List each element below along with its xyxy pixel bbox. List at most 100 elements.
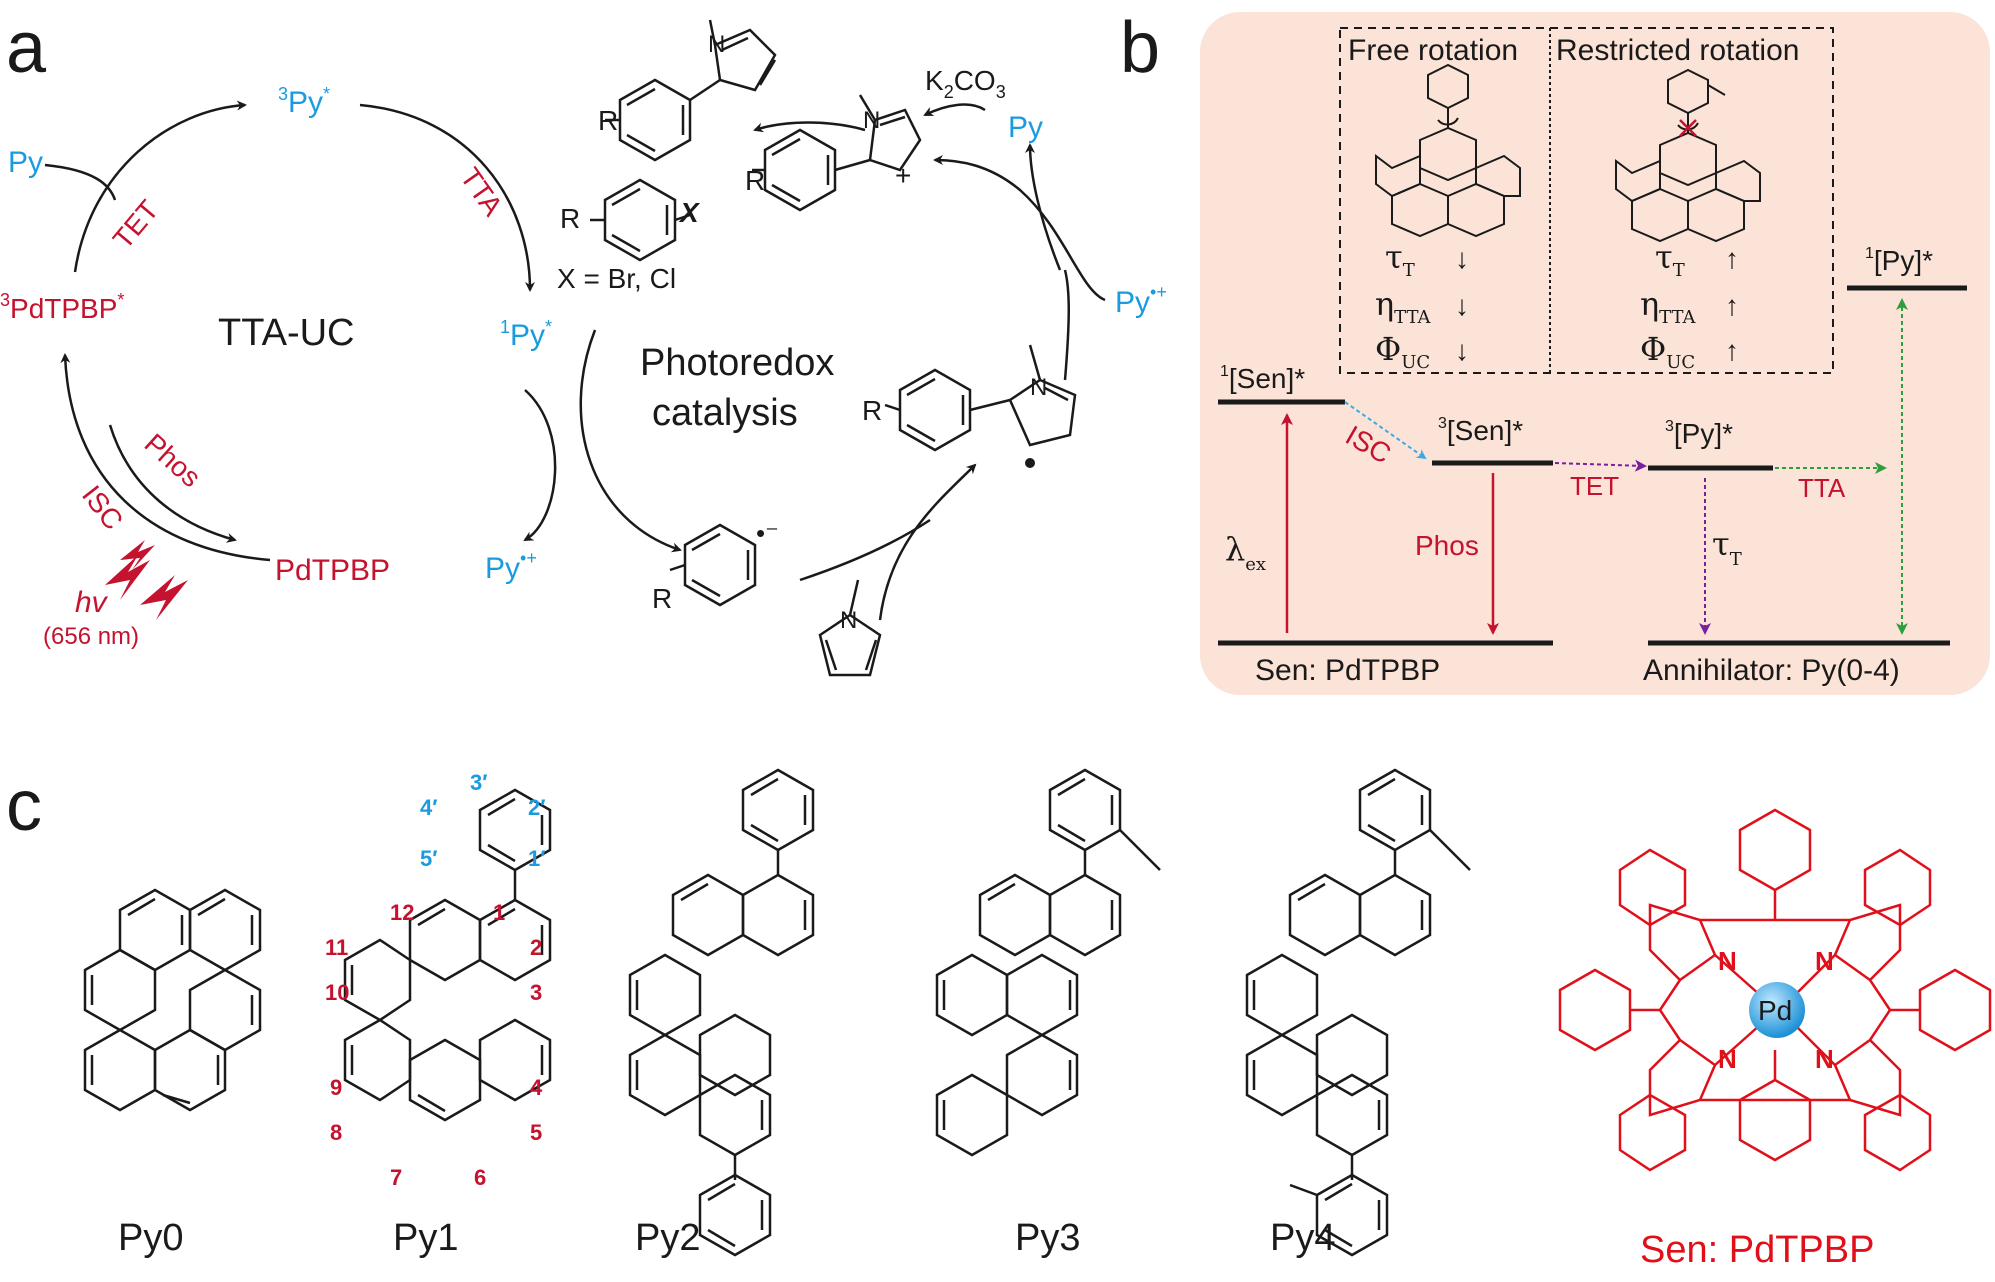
arc-oxidation <box>933 155 1106 302</box>
arc-isc <box>60 353 271 562</box>
tet-b-label: TET <box>1570 471 1619 501</box>
isc-label-a: ISC <box>76 480 129 536</box>
arc-adduct-up <box>1063 269 1070 381</box>
sen-b-label: Sen: PdTPBP <box>1255 654 1440 687</box>
x-definition: X = Br, Cl <box>557 263 676 294</box>
triplet-sen-label: 3[Sen]* <box>1438 415 1523 446</box>
panel-b-label: b <box>1120 8 1160 88</box>
py1-num-11: 11 <box>325 935 348 960</box>
py1-num-8: 8 <box>330 1120 342 1145</box>
pdtpbp-label: PdTPBP <box>275 554 390 587</box>
py4-name: Py4 <box>1270 1217 1335 1259</box>
radical-r: R <box>652 583 672 614</box>
pdtpbp-n1: N <box>1718 946 1737 976</box>
triplet-py-b-label: 3[Py]* <box>1665 418 1733 449</box>
py-cation-left-label: Py•+ <box>485 548 537 585</box>
panel-b-background <box>1200 12 1990 695</box>
k2co3-label: K2CO3 <box>925 65 1006 102</box>
py-right-label: Py <box>1008 111 1043 144</box>
py1-name: Py1 <box>393 1217 458 1259</box>
singlet-py-label: 1Py* <box>500 317 552 352</box>
arc-py-out <box>1025 143 1062 271</box>
tet-arrow <box>1554 459 1647 472</box>
adduct-radical-dot <box>1025 458 1035 468</box>
arc-product <box>753 121 866 133</box>
py1-num-1: 1 <box>493 900 505 925</box>
py1-blue-numbers: 1′ 2′ 3′ 4′ 5′ <box>420 770 546 871</box>
wavelength-label: (656 nm) <box>43 623 139 650</box>
panel-c: c Py0 <box>6 766 1992 1271</box>
py1-num-3: 3 <box>530 980 542 1005</box>
free-eta-arrow: ↓ <box>1455 290 1469 321</box>
tta-label-a: TTA <box>454 162 509 222</box>
pdtpbp-n3: N <box>1718 1044 1737 1074</box>
free-phi-label: ΦUC <box>1375 330 1430 373</box>
substrate-r: R <box>560 203 580 234</box>
free-tau-label: τT <box>1385 238 1415 281</box>
adduct-n: N <box>1030 374 1047 401</box>
pyrrole-n: N <box>840 607 857 634</box>
panel-a: a Py TET 3Py* TTA 1Py* 3PdTPBP* TTA-UC I… <box>0 8 1167 677</box>
cation-plus: + <box>895 160 911 191</box>
free-phi-arrow: ↓ <box>1455 335 1469 366</box>
restricted-rotation-structure <box>1615 68 1761 243</box>
pd-label: Pd <box>1758 995 1792 1026</box>
py0-name: Py0 <box>118 1217 183 1259</box>
adduct-r: R <box>862 395 882 426</box>
rotation-box <box>1339 27 1834 374</box>
restricted-tau-arrow: ↑ <box>1725 243 1739 274</box>
phos-b-label: Phos <box>1415 530 1479 561</box>
singlet-sen-label: 1[Sen]* <box>1220 363 1305 394</box>
py1-num-5: 5 <box>530 1120 542 1145</box>
py1-num-4: 4 <box>530 1075 543 1100</box>
isc-arrow <box>1344 401 1427 460</box>
product-structure <box>605 19 777 162</box>
py3-name: Py3 <box>1015 1217 1080 1259</box>
radical-anion-structure <box>669 523 757 607</box>
py1-num-2p: 2′ <box>528 795 546 820</box>
pd-atom-icon <box>1749 982 1805 1038</box>
product-n: N <box>708 31 725 58</box>
free-tau-arrow: ↓ <box>1455 243 1469 274</box>
arc-tta <box>359 103 535 292</box>
py1-num-9: 9 <box>330 1075 342 1100</box>
pdtpbp-structure <box>1558 808 1992 1172</box>
py1-structure <box>343 788 552 1122</box>
py1-num-10: 10 <box>325 980 349 1005</box>
arc-reduction <box>579 329 682 553</box>
py1-num-12: 12 <box>390 900 414 925</box>
cation-intermediate-structure <box>752 94 922 212</box>
py1-num-6: 6 <box>474 1165 486 1190</box>
py1-num-3p: 3′ <box>470 770 488 795</box>
free-rotation-structure <box>1375 63 1521 238</box>
photoredox-line1: Photoredox <box>640 342 834 384</box>
py4-structure <box>1245 768 1471 1257</box>
py1-red-numbers: 1 2 3 4 5 6 7 8 9 10 11 12 <box>325 900 543 1190</box>
arc-pyrrole-in <box>878 463 977 621</box>
photoredox-line2: catalysis <box>652 392 798 434</box>
aryl-halide-structure <box>590 178 691 262</box>
lightning-icon <box>105 540 188 620</box>
py-left-label: Py <box>8 146 43 179</box>
restricted-rotation-title: Restricted rotation <box>1556 34 1799 67</box>
arc-tet <box>73 100 247 273</box>
py1-num-5p: 5′ <box>420 846 438 871</box>
py1-num-2: 2 <box>530 935 542 960</box>
radical-dot: •⁻ <box>756 518 779 548</box>
arc-py-in <box>44 163 117 201</box>
pdtpbp-c-label: Sen: PdTPBP <box>1640 1229 1874 1271</box>
restricted-phi-arrow: ↑ <box>1725 335 1739 366</box>
arc-radical-out <box>799 518 931 582</box>
restriction-cross-icon <box>1679 119 1697 137</box>
product-r: R <box>598 105 618 136</box>
py1-num-7: 7 <box>390 1165 402 1190</box>
panel-c-label: c <box>6 766 42 846</box>
tta-b-label: TTA <box>1798 473 1846 503</box>
arc-to-pycation <box>523 389 557 542</box>
substrate-x: X <box>678 197 701 228</box>
cation-n: N <box>863 107 880 134</box>
py2-name: Py2 <box>635 1217 700 1259</box>
ann-b-label: Annihilator: Py(0-4) <box>1643 654 1900 687</box>
arc-deprotonation <box>923 103 986 117</box>
